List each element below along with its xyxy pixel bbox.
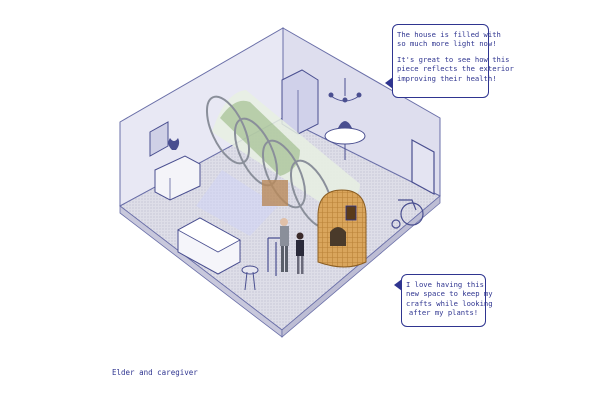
figure-caption: Elder and caregiver bbox=[112, 368, 198, 377]
sideboard bbox=[154, 155, 201, 201]
chandelier-icon bbox=[328, 78, 362, 103]
speech-bubble-caregiver: The house is filled with so much more li… bbox=[385, 24, 514, 98]
wheelchair-icon bbox=[391, 199, 424, 229]
bubble-bottom-line-1: I love having this bbox=[406, 280, 484, 289]
bubble-top-line-3: It's great to see how this bbox=[397, 54, 510, 64]
stool bbox=[241, 265, 259, 275]
bubble-tail-icon bbox=[394, 279, 402, 291]
bubble-top-line-4: piece reflects the exterior bbox=[397, 64, 514, 74]
round-table bbox=[324, 127, 366, 145]
bubble-top-line-5: improving their health! bbox=[397, 73, 497, 83]
bubble-bottom-line-2: new space to keep my bbox=[406, 289, 493, 299]
vase-icon bbox=[168, 138, 180, 150]
wall-picture bbox=[149, 121, 169, 157]
flower-vase-icon bbox=[338, 121, 352, 128]
light-beam bbox=[196, 170, 278, 236]
bubble-top-line-2: so much more light now! bbox=[397, 39, 497, 49]
bubble-tail-icon bbox=[385, 77, 393, 89]
bubble-top-line-1: The house is filled with bbox=[397, 30, 501, 39]
wicker-storage bbox=[317, 189, 367, 268]
floor-edge-right bbox=[281, 195, 441, 338]
caregiver-figure bbox=[296, 232, 304, 274]
greenhouse-tunnel bbox=[205, 90, 360, 229]
speech-bubble-elder: I love having this new space to keep my … bbox=[394, 274, 493, 327]
bubble-bottom-line-3: crafts while looking bbox=[406, 298, 493, 308]
bubble-bottom-line-4: after my plants! bbox=[408, 308, 479, 318]
elder-figure bbox=[280, 218, 289, 272]
wall-mirror bbox=[411, 138, 435, 196]
